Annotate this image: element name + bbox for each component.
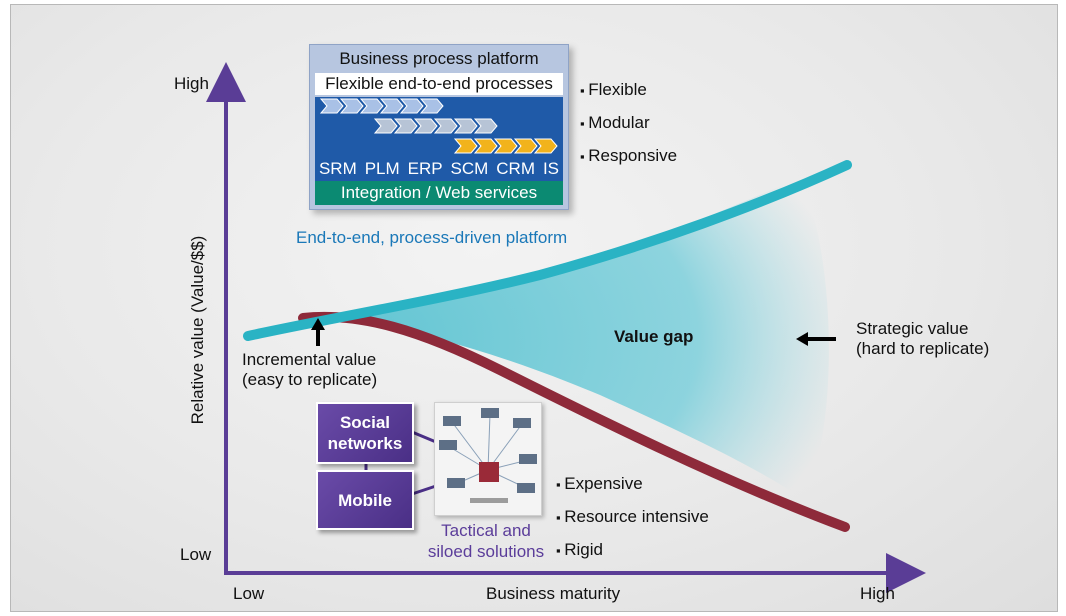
y-axis-high-label: High [174, 74, 209, 93]
system-crm: CRM [496, 159, 535, 178]
x-axis-title: Business maturity [486, 584, 621, 603]
process-flow-area: SRM PLM ERP SCM CRM IS [315, 97, 563, 183]
strategic-value-label: Strategic value (hard to replicate) [856, 319, 989, 359]
social-line-2: networks [327, 434, 403, 453]
y-axis-title: Relative value (Value/$$) [188, 235, 207, 425]
social-networks-box: Social networks [316, 402, 414, 464]
platform-title: Business process platform [339, 49, 539, 68]
business-process-platform-box: Business process platform Flexible end-t… [309, 44, 569, 210]
bullet-rigid: Rigid [556, 534, 709, 567]
bullet-resource-intensive: Resource intensive [556, 501, 709, 534]
incremental-line-1: Incremental value [242, 350, 377, 369]
tactical-caption-line-2: siloed solutions [427, 542, 545, 561]
mobile-connector [411, 484, 437, 496]
tactical-caption: Tactical and siloed solutions [414, 520, 558, 562]
platform-caption: End-to-end, process-driven platform [296, 228, 568, 247]
strategic-arrow [796, 332, 836, 346]
bullet-flexible: Flexible [580, 74, 677, 107]
mobile-box: Mobile [316, 470, 414, 530]
incremental-value-label: Incremental value (easy to replicate) [242, 350, 377, 390]
bullet-responsive: Responsive [580, 140, 677, 173]
incremental-arrow [311, 318, 325, 346]
platform-subtitle: Flexible end-to-end processes [315, 73, 563, 95]
system-is: IS [542, 159, 560, 178]
strategic-line-1: Strategic value [856, 319, 969, 338]
platform-systems-row: SRM PLM ERP SCM CRM IS [315, 159, 563, 179]
bullet-modular: Modular [580, 107, 677, 140]
integration-bar: Integration / Web services [315, 181, 563, 205]
tactical-caption-line-1: Tactical and [441, 521, 531, 540]
value-gap-area [305, 178, 829, 500]
x-axis-high-label: High [860, 584, 895, 603]
social-line-1: Social [339, 413, 391, 432]
system-srm: SRM [318, 159, 357, 178]
tactical-solutions-image [434, 402, 542, 516]
value-gap-label: Value gap [614, 327, 694, 346]
x-axis-low-label: Low [233, 584, 265, 603]
strategic-line-2: (hard to replicate) [856, 339, 990, 358]
bullet-expensive: Expensive [556, 468, 709, 501]
lower-value-curve [298, 311, 850, 532]
upper-value-curve [243, 160, 852, 341]
social-connector [411, 430, 437, 444]
tactical-bullets: Expensive Resource intensive Rigid [556, 468, 709, 567]
system-erp: ERP [407, 159, 443, 178]
platform-bullets: Flexible Modular Responsive [580, 74, 677, 173]
process-chevrons [319, 98, 558, 154]
incremental-line-2: (easy to replicate) [242, 370, 378, 389]
y-axis-low-label: Low [180, 545, 212, 564]
system-plm: PLM [364, 159, 400, 178]
system-scm: SCM [450, 159, 489, 178]
